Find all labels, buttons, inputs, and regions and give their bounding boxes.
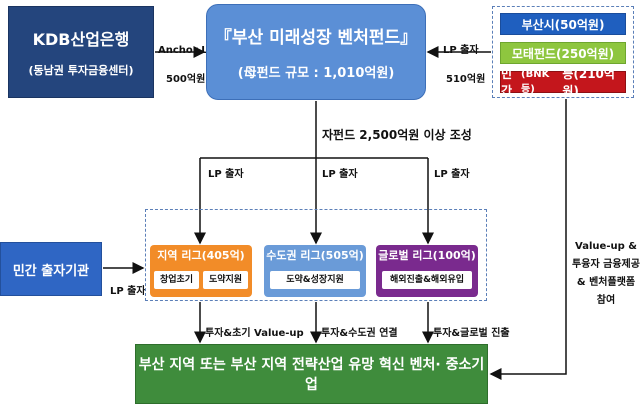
private-lp-label: LP 출자 bbox=[110, 286, 146, 297]
league-capital-title: 수도권 리그(505억) bbox=[266, 249, 364, 262]
valueup-line-1: Value-up & bbox=[575, 241, 637, 252]
investor-private-c: 등(210억원) bbox=[562, 67, 615, 98]
subfund-label: 자펀드 2,500억원 이상 조성 bbox=[322, 128, 472, 142]
arrow-valueup-to-target bbox=[489, 99, 567, 380]
league-regional-title: 지역 리그(405억) bbox=[157, 249, 245, 262]
valueup-label: Value-up & 투융자 금융제공 & 벤처플랫폼 참여 bbox=[572, 238, 640, 310]
fund-title: 『부산 미래성장 벤처펀드』 bbox=[214, 28, 418, 48]
outcome-1: 투자&초기 Value-up bbox=[205, 328, 304, 339]
lp-label-3: LP 출자 bbox=[434, 169, 470, 180]
valueup-line-3: & 벤처플랫폼 참여 bbox=[576, 277, 636, 306]
anchor-amount-label: 500억원 bbox=[166, 74, 206, 85]
investor-mother-fund: 모태펀드(250억원) bbox=[500, 42, 626, 64]
league-capital: 수도권 리그(505억) 도약&성장지원 bbox=[264, 245, 366, 297]
league-regional: 지역 리그(405억) 창업초기 도약지원 bbox=[150, 245, 252, 297]
kdb-box: KDB산업은행 (동남권 투자금융센터) bbox=[8, 6, 154, 98]
lp-label-1: LP 출자 bbox=[208, 169, 244, 180]
lp-label-2: LP 출자 bbox=[322, 169, 358, 180]
fund-size: (母펀드 규모 : 1,010억원) bbox=[237, 66, 395, 81]
target-companies-box: 부산 지역 또는 부산 지역 전략산업 유망 혁신 벤처· 중소기업 bbox=[135, 344, 488, 404]
kdb-name: KDB산업은행 bbox=[32, 30, 130, 49]
investor-private: 민간 (BNK 등) 등(210억원) bbox=[500, 67, 626, 98]
league-capital-sub: 도약&성장지원 bbox=[270, 271, 360, 289]
outcome-2: 투자&수도권 연결 bbox=[321, 328, 398, 339]
league-group bbox=[145, 209, 487, 301]
investors-group bbox=[492, 6, 634, 98]
investor-busan-city: 부산시(50억원) bbox=[500, 13, 626, 35]
lp-right-label: LP 출자 bbox=[443, 45, 479, 56]
valueup-line-2: 투융자 금융제공 bbox=[572, 259, 640, 270]
anchor-lp-label: Anchor LP 출자 bbox=[158, 45, 237, 56]
outcome-3: 투자&글로벌 진출 bbox=[433, 328, 510, 339]
league-global: 글로벌 리그(100억) 해외진출&해외유입 bbox=[376, 245, 478, 297]
league-regional-sub-2: 도약지원 bbox=[203, 271, 248, 289]
league-global-title: 글로벌 리그(100억) bbox=[378, 249, 476, 262]
investor-private-a: 민간 bbox=[501, 67, 513, 98]
lp-right-amount: 510억원 bbox=[446, 74, 486, 85]
kdb-sub: (동남권 투자금융센터) bbox=[28, 64, 134, 77]
investor-private-b: (BNK 등) bbox=[521, 69, 550, 95]
league-regional-sub-1: 창업초기 bbox=[154, 271, 199, 289]
main-fund-box: 『부산 미래성장 벤처펀드』 (母펀드 규모 : 1,010억원) bbox=[206, 4, 426, 100]
league-global-sub: 해외진출&해외유입 bbox=[382, 271, 472, 289]
private-investors-box: 민간 출자기관 bbox=[0, 242, 102, 296]
